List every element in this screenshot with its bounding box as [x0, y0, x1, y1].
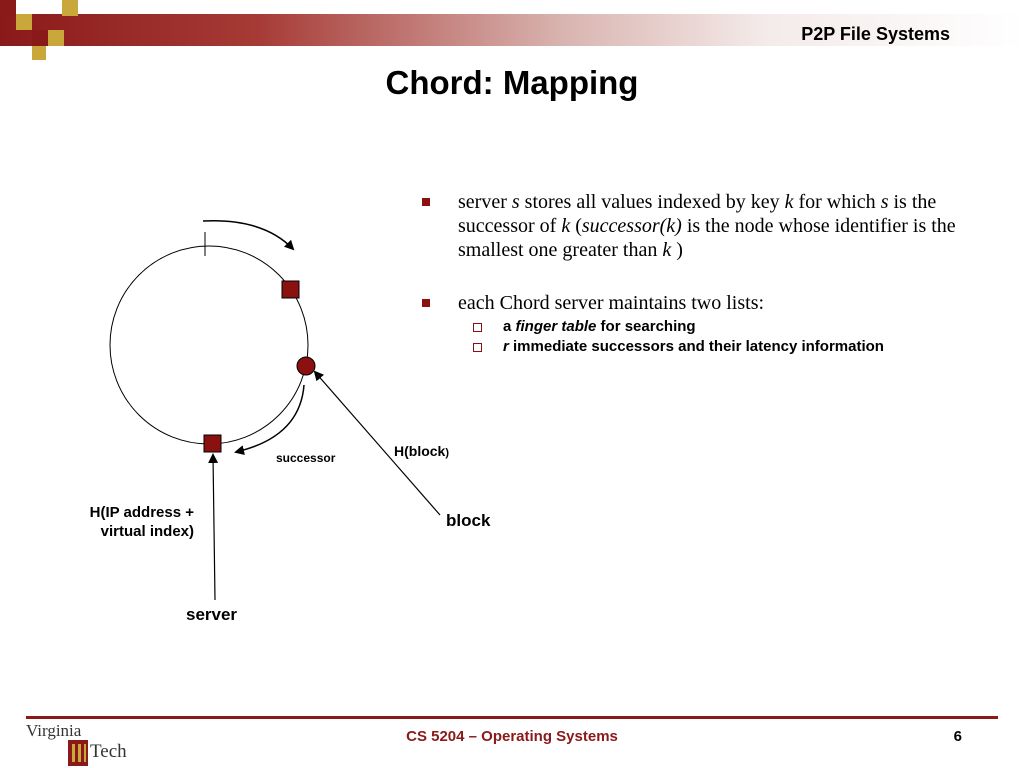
bullet-italic: k [561, 215, 571, 237]
bullet-square-icon [422, 198, 430, 206]
server-pointer-arrow [208, 453, 219, 601]
header-decor-square [32, 46, 46, 60]
hip-label-line2: virtual index) [100, 523, 194, 540]
slide-title: Chord: Mapping [385, 64, 639, 101]
header-decor-square [62, 0, 78, 16]
bullet-italic: s [511, 191, 520, 213]
virginia-tech-logo: Virginia Tech [26, 721, 127, 766]
bullet-square-icon [422, 299, 430, 307]
header-title: P2P File Systems [801, 24, 950, 44]
server-node-upper [281, 280, 300, 299]
logo-text-tech: Tech [90, 741, 127, 762]
bullet-item-successor-rule: server s stores all values indexed by ke… [420, 190, 990, 262]
bullet-italic: k [784, 191, 794, 213]
bullet-text: ) [671, 239, 683, 261]
sub-bullet-text: a [503, 318, 516, 335]
successor-label: successor [276, 451, 336, 465]
sub-bullet-box-icon [473, 343, 482, 352]
block-key-node [296, 356, 316, 376]
bullet-text: for which [793, 191, 881, 213]
page-number: 6 [953, 728, 962, 745]
sub-bullet-text: for searching [596, 318, 696, 335]
header-decor-square [0, 0, 16, 16]
chord-ring [109, 245, 309, 445]
bullet-text: server [458, 191, 512, 213]
header-decor-square [16, 14, 32, 30]
sub-bullet-finger-table: a finger table for searching [420, 319, 990, 335]
bullet-italic: s [880, 191, 889, 213]
bullet-text: is the node whose identifier is the smal… [458, 215, 956, 261]
hip-label-line1: H(IP address + [89, 504, 194, 521]
sub-bullet-italic: finger table [515, 318, 597, 335]
bullet-italic: successor(k) [581, 215, 682, 237]
sub-bullet-box-icon [473, 323, 482, 332]
bullet-text: is the successor of [458, 191, 937, 237]
header-decor-square [32, 30, 48, 46]
server-node [203, 434, 222, 453]
hip-label: H(IP address + virtual index) [60, 503, 194, 541]
sub-bullet-italic: r [503, 338, 509, 355]
block-pointer-arrow [313, 370, 441, 516]
footer-course-title: CS 5204 – Operating Systems [406, 728, 618, 745]
header-bar [0, 14, 1024, 46]
bullet-text: stores all values indexed by key [519, 191, 785, 213]
hblock-label: H(block) [394, 443, 449, 459]
bullet-text: ( [570, 215, 582, 237]
sub-bullet-text: immediate successors and their latency i… [508, 338, 884, 355]
successor-arrow [234, 384, 305, 456]
header-decor-square [48, 30, 64, 46]
bullet-text: each Chord server maintains two lists: [458, 292, 765, 314]
logo-text-virginia: Virginia [26, 721, 82, 740]
bullet-list: server s stores all values indexed by ke… [420, 190, 990, 355]
rotation-arrow [202, 219, 295, 251]
hblock-label-paren: ) [445, 447, 450, 459]
hblock-label-main: H(block [394, 443, 446, 459]
bullet-item-two-lists: each Chord server maintains two lists: [420, 291, 990, 315]
footer-rule [26, 716, 998, 719]
sub-bullet-successors: r immediate successors and their latency… [420, 339, 990, 355]
bullet-italic: k [662, 239, 672, 261]
block-label: block [446, 511, 491, 530]
server-label: server [186, 605, 238, 624]
